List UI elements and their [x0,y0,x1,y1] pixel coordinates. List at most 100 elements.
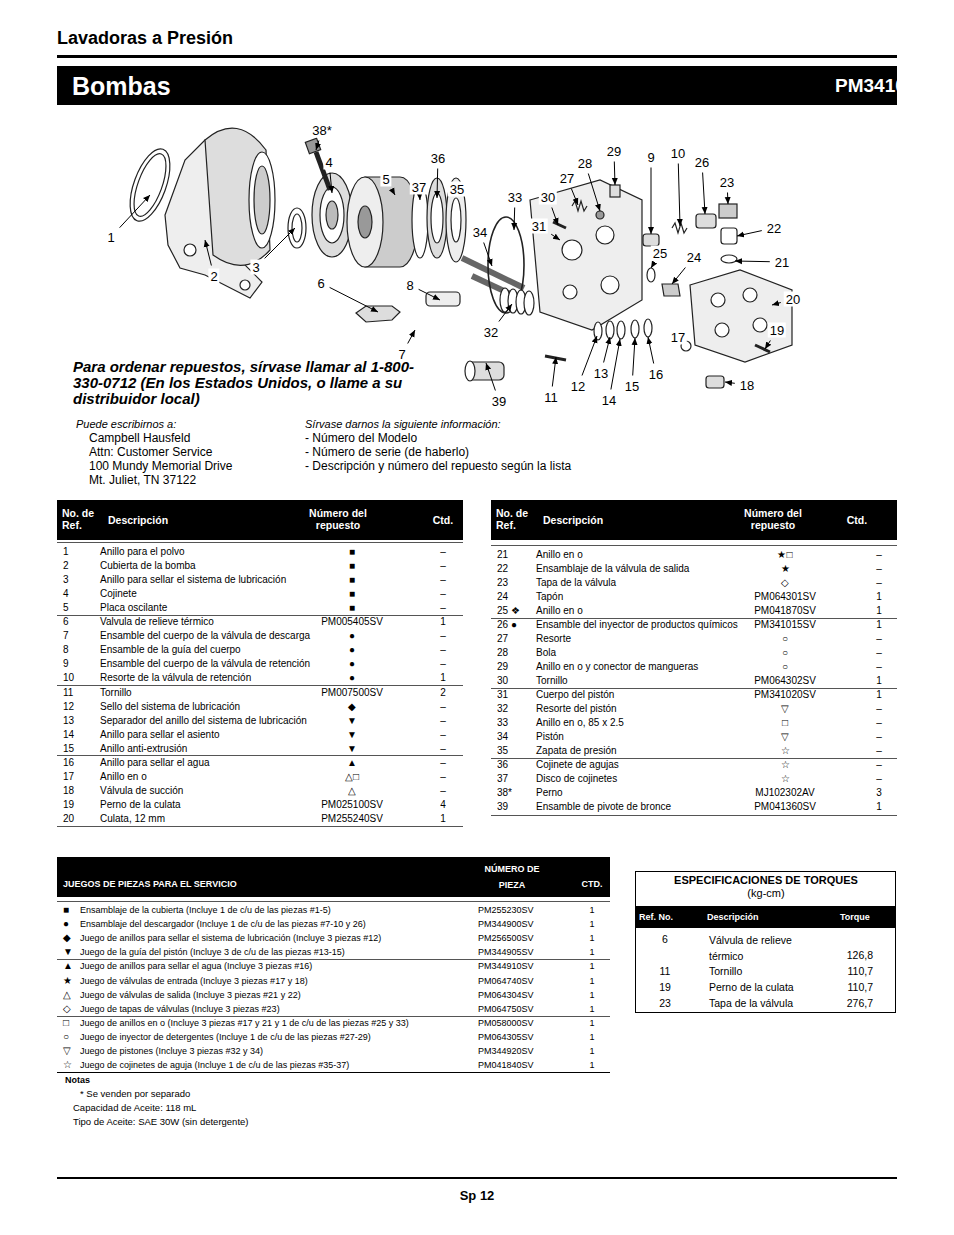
table-cell: PM344920SV [478,1044,534,1058]
order-note: Para ordenar repuestos, sírvase llamar a… [73,359,423,407]
table-cell: 38* [497,786,512,800]
node-subtext: PM341000SJ [835,75,950,97]
table-cell: △□ [345,770,359,784]
callout-number: 11 [542,390,560,405]
table-cell: 24 [497,590,508,604]
table-cell: – [440,587,446,601]
table-cell: ▽ [781,730,789,744]
row-rule [57,1072,610,1073]
table-header: No. de Ref. [496,507,532,531]
table-cell: 1 [876,800,882,814]
leader-line [120,195,150,228]
table-cell: 32 [497,702,508,716]
row-rule [57,542,463,543]
table-cell: Tapa de la válvula [709,996,793,1010]
table-cell: 1 [440,671,446,685]
table-cell: 2 [440,686,446,700]
table-cell: 1 [589,1030,594,1044]
callout-number: 4 [323,155,334,170]
table-cell: 34 [497,730,508,744]
table-cell: ◇ [781,576,789,590]
leader-line [499,304,512,322]
table-cell: 14 [63,728,74,742]
table-cell: Anillo en o [536,548,583,562]
table-cell: ▲ [63,959,73,973]
table-cell: PM064301SV [754,590,816,604]
leader-line [205,240,211,266]
table-cell: 1 [589,1002,594,1016]
note-heading: Notas [65,1073,90,1087]
table-cell: ● [349,657,355,671]
table-cell: PM064304SV [478,988,534,1002]
table-cell: ▼ [63,945,73,959]
table-cell: 10 [63,671,74,685]
table-cell: ▽ [63,1044,71,1058]
table-cell: Cuerpo del pistón [536,688,614,702]
table-cell: ● [349,671,355,685]
row-rule [491,815,897,816]
callout-number: 37 [410,180,428,195]
table-cell: 6 [662,932,668,946]
table-cell: 22 [497,562,508,576]
leader-line [604,337,610,363]
callout-number: 16 [647,367,665,382]
table-cell: Juego de anillos para sellar el agua (In… [80,959,312,973]
table-cell: 9 [63,657,69,671]
node-subtext: (kg-cm) [747,886,784,900]
table-cell: 27 [497,632,508,646]
table-cell: Bola [536,646,556,660]
row-rule [57,755,463,756]
table-cell: – [440,601,446,615]
table-cell: Perno de la culata [100,798,181,812]
table-cell: Ensamble de la guía del cuerpo [100,643,241,657]
table-cell: Juego de válvulas de entrada (Incluye 3 … [80,974,308,988]
table-header: JUEGOS DE PIEZAS PARA EL SERVICIO [63,877,237,891]
row-rule [491,618,897,619]
table-cell: ◇ [63,1002,71,1016]
table-cell: ◆ [63,931,71,945]
table-cell: PM064302SV [754,674,816,688]
table-cell: 126,8 [847,948,873,962]
label-text: Puede escribirnos a: [76,417,176,431]
label-text: - Número del Modelo [305,431,417,445]
table-cell: PM041360SV [754,800,816,814]
table-cell: 19 [63,798,74,812]
leader-line [437,169,439,199]
table-cell: 1 [440,615,446,629]
leader-line [725,382,735,383]
bottom-rule [57,1177,897,1179]
table-cell: 26 ● [497,618,517,632]
callout-number: 30 [539,190,557,205]
table-cell: Juego de anillos en o (Incluye 3 piezas … [80,1016,409,1030]
label-text: Sírvase darnos la siguiente información: [305,417,501,431]
callout-number: 27 [558,171,576,186]
table-cell: PM005405SV [321,615,383,629]
table-cell: 1 [63,545,69,559]
table-cell: PM344905SV [478,945,534,959]
callout-number: 38* [310,123,334,138]
table-cell: Ensamblaje de la válvula de salida [536,562,689,576]
table-cell: 20 [63,812,74,826]
table-cell: – [440,657,446,671]
table-cell: Anillo para sellar el agua [100,756,210,770]
table-cell: Cojinete [100,587,137,601]
leader-line [672,268,685,285]
table-cell: 3 [876,786,882,800]
callout-number: 19 [768,323,786,338]
table-cell: 37 [497,772,508,786]
table-cell: 30 [497,674,508,688]
table-cell: □ [63,1016,69,1030]
table-cell: 11 [660,964,671,978]
table-cell: – [440,728,446,742]
table-cell: Juego de válvulas de salida (Incluye 3 p… [80,988,301,1002]
table-cell: – [440,643,446,657]
label-text: 100 Mundy Memorial Drive [89,459,232,473]
label-text: Campbell Hausfeld [89,431,190,445]
table-cell: 1 [589,974,594,988]
note-text: Tipo de Aceite: SAE 30W (sin detergente) [73,1115,249,1129]
table-cell: Ensamble del cuerpo de la válvula de ret… [100,657,310,671]
callout-number: 10 [669,146,687,161]
table-cell: – [876,702,882,716]
leader-line [772,303,781,306]
callout-number: 13 [592,366,610,381]
